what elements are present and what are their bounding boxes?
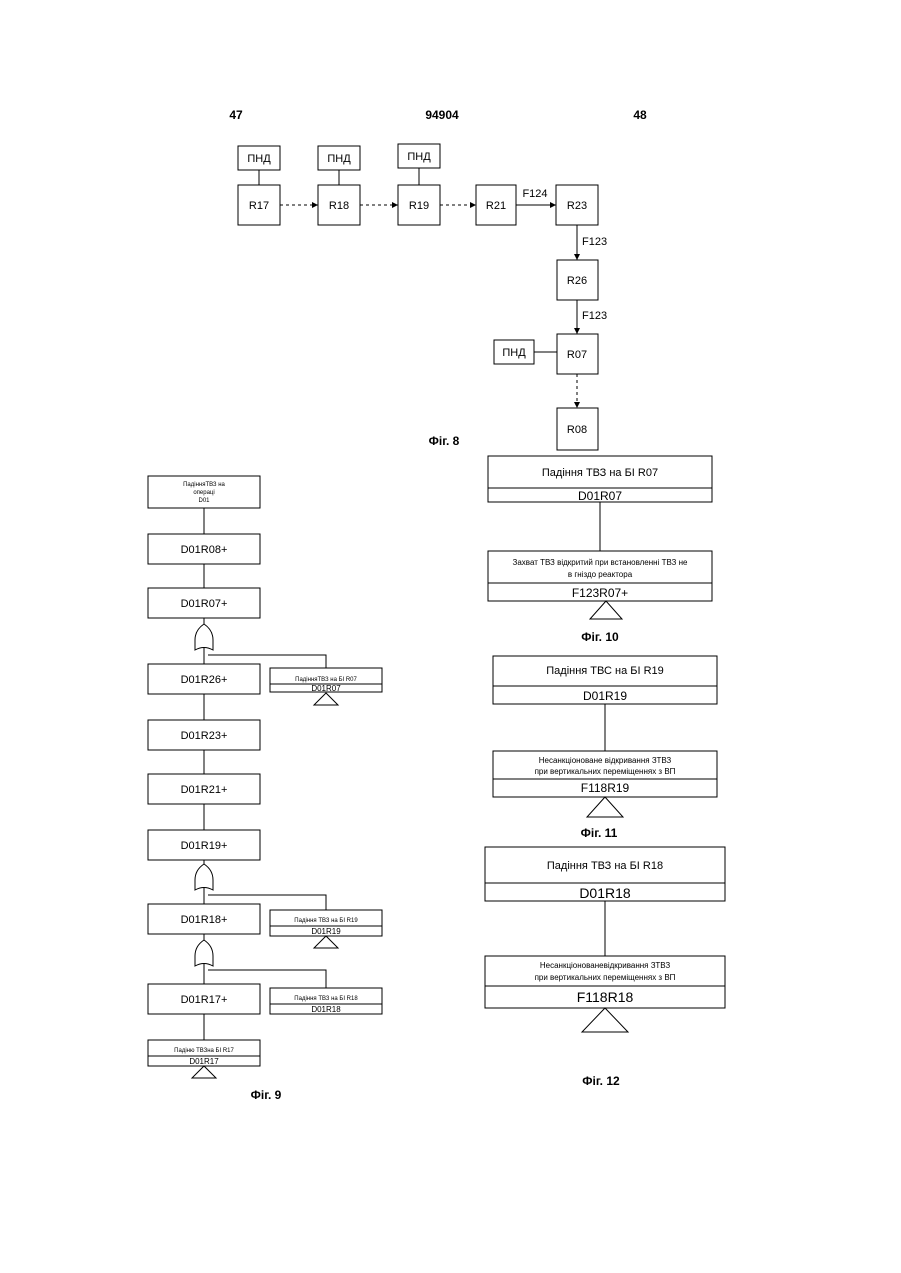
- fig8-diagram: ПНД ПНД ПНД R17 R18 R19 R21: [238, 144, 607, 450]
- svg-text:D01R17+: D01R17+: [181, 994, 228, 1006]
- svg-text:Падіння ТВЗ на БІ R18: Падіння ТВЗ на БІ R18: [294, 996, 358, 1002]
- svg-text:F118R19: F118R19: [581, 781, 630, 795]
- fig8-caption: Фіг. 8: [429, 434, 460, 448]
- fig9-side-r07: ПадінняТВЗ на БІ R07 D01R07: [270, 668, 382, 705]
- svg-text:Падіння ТВЗ на БІ R19: Падіння ТВЗ на БІ R19: [294, 918, 358, 924]
- svg-text:R17: R17: [249, 200, 269, 212]
- fig8-node-r07: R07: [557, 334, 598, 374]
- svg-text:R23: R23: [567, 200, 587, 212]
- fig9-or-gate-3: [195, 940, 213, 966]
- fig9-or-gate-2: [195, 864, 213, 890]
- fig12-basic-event: Несанкціонованевідкривання ЗТВЗ при верт…: [485, 956, 725, 1032]
- fig9-node-d01r19: D01R19+: [148, 830, 260, 860]
- fig9-side-r18: Падіння ТВЗ на БІ R18 D01R18: [270, 988, 382, 1014]
- fig9-caption: Фіг. 9: [251, 1088, 282, 1102]
- fig9-top-event: ПадінняТВЗ на операці D01: [148, 476, 260, 508]
- fig8-edge-f124: F124: [522, 188, 547, 200]
- fig8-node-r18: R18: [318, 185, 360, 225]
- svg-text:D01R07: D01R07: [578, 489, 622, 503]
- fig10-diagram: Падіння ТВЗ на БІ R07 D01R07 Захват ТВЗ …: [488, 456, 712, 644]
- fig12-top-event: Падіння ТВЗ на БІ R18 D01R18: [485, 847, 725, 901]
- fig12-caption: Фіг. 12: [582, 1074, 620, 1088]
- fig9-node-d01r08: D01R08+: [148, 534, 260, 564]
- fig8-pnd-r07: ПНД: [494, 340, 534, 364]
- fig10-caption: Фіг. 10: [581, 630, 619, 644]
- svg-text:F123R07+: F123R07+: [572, 586, 628, 600]
- svg-text:ПНД: ПНД: [407, 151, 431, 163]
- fig11-top-event: Падіння ТВС на БІ R19 D01R19: [493, 656, 717, 704]
- svg-text:D01R21+: D01R21+: [181, 784, 228, 796]
- svg-text:ПНД: ПНД: [502, 347, 526, 359]
- svg-text:в гніздо реактора: в гніздо реактора: [568, 570, 633, 579]
- fig9-node-d01r17: D01R17+: [148, 984, 260, 1014]
- svg-text:D01R18: D01R18: [579, 885, 631, 901]
- svg-text:R19: R19: [409, 200, 429, 212]
- svg-text:D01R19: D01R19: [583, 689, 627, 703]
- svg-text:при вертикальних переміщеннях: при вертикальних переміщеннях з ВП: [535, 973, 676, 982]
- svg-text:Несанкціонованевідкривання ЗТВ: Несанкціонованевідкривання ЗТВЗ: [540, 961, 670, 970]
- fig11-caption: Фіг. 11: [581, 826, 618, 840]
- fig8-node-r08: R08: [557, 408, 598, 450]
- svg-text:R26: R26: [567, 275, 587, 287]
- fig10-top-event: Падіння ТВЗ на БІ R07 D01R07: [488, 456, 712, 503]
- svg-text:D01R07+: D01R07+: [181, 598, 228, 610]
- svg-text:операці: операці: [193, 490, 214, 496]
- svg-text:D01R19+: D01R19+: [181, 840, 228, 852]
- svg-text:Захват ТВЗ відкритий при вста: Захват ТВЗ відкритий при встановленні ТВ…: [513, 558, 689, 567]
- svg-text:ПНД: ПНД: [247, 153, 271, 165]
- fig9-node-d01r23: D01R23+: [148, 720, 260, 750]
- patent-number: 94904: [425, 108, 459, 122]
- fig9-node-d01r26: D01R26+: [148, 664, 260, 694]
- fig8-pnd-r19: ПНД: [398, 144, 440, 168]
- svg-text:D01R19: D01R19: [311, 927, 341, 936]
- svg-text:Падіню ТВЗна БІ R17: Падіню ТВЗна БІ R17: [174, 1048, 234, 1054]
- fig9-node-d01r21: D01R21+: [148, 774, 260, 804]
- fig9-bottom-event: Падіню ТВЗна БІ R17 D01R17: [148, 1040, 260, 1078]
- svg-text:R21: R21: [486, 200, 506, 212]
- svg-text:R08: R08: [567, 424, 587, 436]
- fig9-or-gate-1: [195, 624, 213, 650]
- svg-text:F118R18: F118R18: [577, 989, 634, 1005]
- fig8-edge-f123-b: F123: [582, 310, 607, 322]
- fig8-edge-f123-a: F123: [582, 236, 607, 248]
- svg-text:D01R18: D01R18: [311, 1005, 341, 1014]
- fig8-node-r23: R23: [556, 185, 598, 225]
- fig8-node-r26: R26: [557, 260, 598, 300]
- svg-text:D01R07: D01R07: [311, 684, 341, 693]
- page-header: 47 94904 48: [229, 108, 647, 122]
- fig8-pnd-r17: ПНД: [238, 146, 280, 170]
- fig11-diagram: Падіння ТВС на БІ R19 D01R19 Несанкціоно…: [493, 656, 717, 840]
- svg-text:D01R08+: D01R08+: [181, 544, 228, 556]
- fig11-basic-event: Несанкціоноване відкривання ЗТВЗ при вер…: [493, 751, 717, 817]
- svg-text:Падіння ТВЗ на БІ R07: Падіння ТВЗ на БІ R07: [542, 467, 658, 479]
- svg-text:Несанкціоноване відкривання З: Несанкціоноване відкривання ЗТВЗ: [539, 756, 672, 765]
- fig8-node-r21: R21: [476, 185, 516, 225]
- fig9-side-r19: Падіння ТВЗ на БІ R19 D01R19: [270, 910, 382, 948]
- svg-text:D01R17: D01R17: [189, 1057, 219, 1066]
- svg-text:ПадінняТВЗ на БІ R07: ПадінняТВЗ на БІ R07: [295, 677, 357, 683]
- svg-text:D01: D01: [198, 498, 210, 504]
- svg-text:D01R18+: D01R18+: [181, 914, 228, 926]
- fig8-node-r19: R19: [398, 185, 440, 225]
- svg-text:Падіння ТВС на БІ R19: Падіння ТВС на БІ R19: [546, 665, 664, 677]
- svg-text:ПНД: ПНД: [327, 153, 351, 165]
- svg-text:R18: R18: [329, 200, 349, 212]
- svg-text:D01R26+: D01R26+: [181, 674, 228, 686]
- fig8-node-r17: R17: [238, 185, 280, 225]
- svg-text:при вертикальних переміщеннях: при вертикальних переміщеннях з ВП: [535, 767, 676, 776]
- svg-text:R07: R07: [567, 349, 587, 361]
- page-number-right: 48: [633, 108, 647, 122]
- svg-text:Падіння ТВЗ на БІ R18: Падіння ТВЗ на БІ R18: [547, 860, 663, 872]
- page-number-left: 47: [229, 108, 243, 122]
- fig8-pnd-r18: ПНД: [318, 146, 360, 170]
- fig12-diagram: Падіння ТВЗ на БІ R18 D01R18 Несанкціоно…: [485, 847, 725, 1088]
- svg-text:ПадінняТВЗ на: ПадінняТВЗ на: [183, 482, 225, 488]
- fig10-basic-event: Захват ТВЗ відкритий при встановленні ТВ…: [488, 551, 712, 619]
- fig9-diagram: ПадінняТВЗ на операці D01 D01R08+ D01R07…: [148, 476, 382, 1102]
- fig9-node-d01r18: D01R18+: [148, 904, 260, 934]
- fig9-node-d01r07: D01R07+: [148, 588, 260, 618]
- svg-text:D01R23+: D01R23+: [181, 730, 228, 742]
